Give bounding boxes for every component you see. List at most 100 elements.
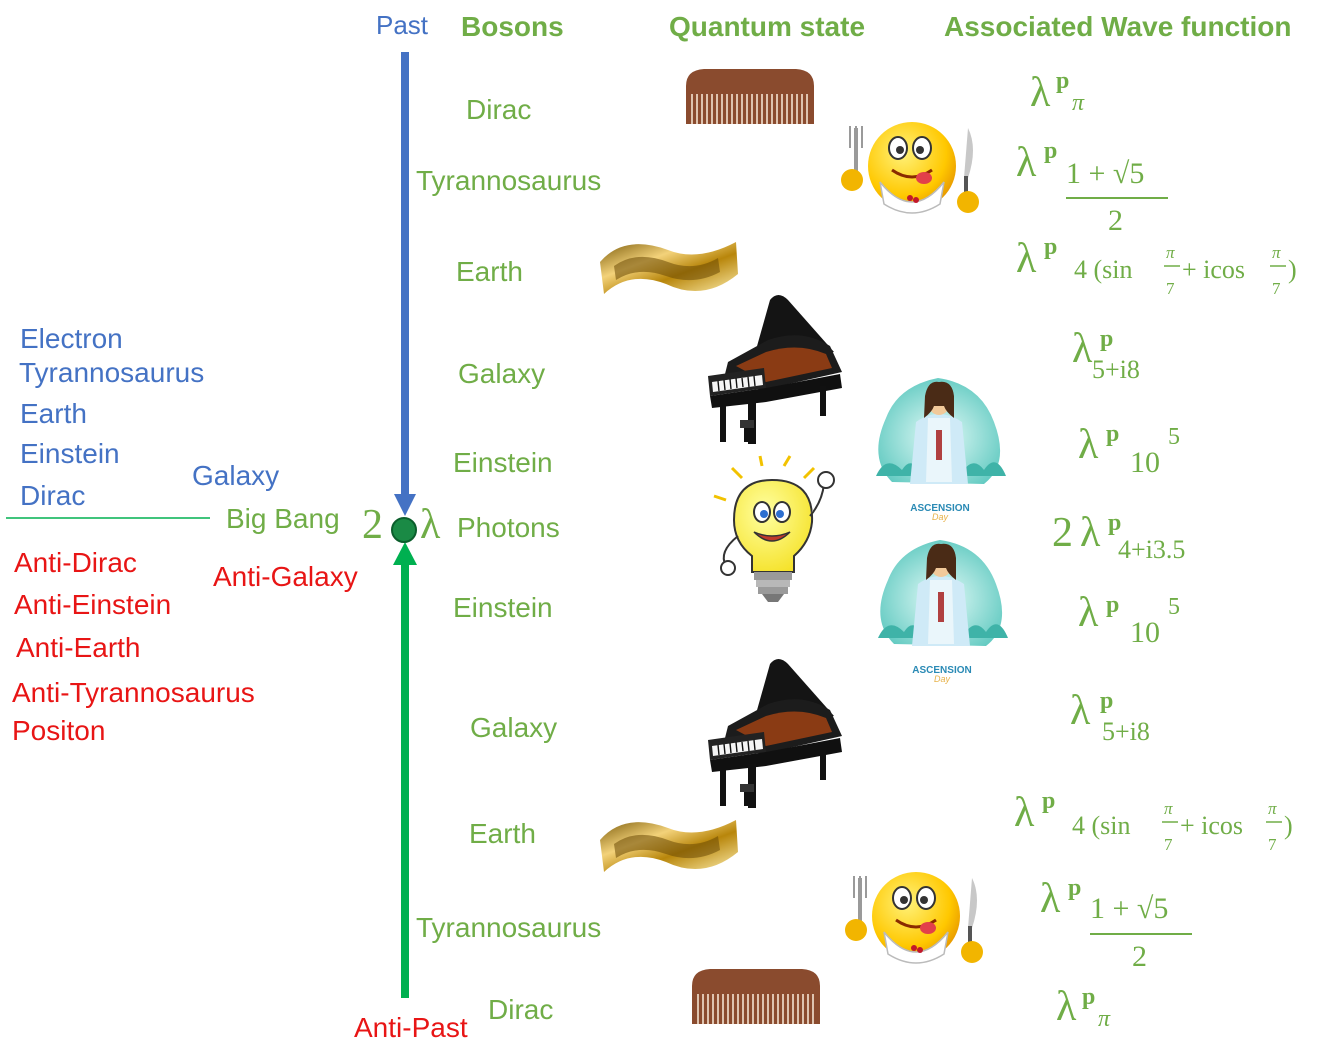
ten-subscript: 10 [1130, 446, 1160, 479]
golden-denominator: 2 [1108, 204, 1123, 237]
ascension-jesus-icon: ASCENSION Day [878, 540, 1008, 684]
big-bang-point [391, 517, 417, 543]
anti-particle: Positon [12, 715, 105, 746]
golden-numerator: 1 + √5 [1066, 157, 1144, 190]
ten-superscript: 5 [1168, 594, 1180, 620]
wave-function-4: λ p 5+i8 [1072, 326, 1140, 384]
trig-subscript: 4 (sin [1074, 255, 1133, 284]
grand-piano-icon [707, 658, 843, 809]
trig-pi: π [1164, 799, 1173, 818]
wave-function-5: λ p 10 5 [1078, 421, 1180, 479]
wave-function-8: λ p 5+i8 [1070, 688, 1150, 746]
boson-label: Dirac [488, 994, 553, 1025]
ten-superscript: 5 [1168, 424, 1180, 450]
p-superscript: p [1100, 326, 1113, 352]
wave-function-10: λ p 1 + √5 2 [1040, 875, 1192, 973]
p-superscript: p [1106, 592, 1119, 618]
trig-seven: 7 [1272, 279, 1281, 298]
trig-subscript: 4 (sin [1072, 811, 1131, 840]
trig-seven: 7 [1268, 835, 1277, 854]
lightbulb-character-icon [712, 454, 836, 604]
trig-seven: 7 [1164, 835, 1173, 854]
wave-function-photon: 2 λ p 4+i3.5 [1052, 510, 1185, 564]
past-label: Past [376, 10, 429, 40]
trig-pi: π [1166, 243, 1175, 262]
ascension-sub: Day [932, 512, 949, 522]
wave-function-header: Associated Wave function [944, 11, 1291, 42]
ascension-jesus-icon: ASCENSION Day [876, 378, 1006, 522]
boson-label: Einstein [453, 447, 553, 478]
boson-label: Einstein [453, 592, 553, 623]
big-bang-label: Big Bang [226, 503, 340, 534]
matter-particle: Tyrannosaurus [19, 357, 204, 388]
wave-function-9: λ p 4 (sin π 7 + icos π 7 ) [1014, 788, 1293, 854]
p-superscript: p [1106, 421, 1119, 447]
ascension-caption: ASCENSION [910, 503, 969, 514]
matter-particle: Earth [20, 398, 87, 429]
boson-label: Galaxy [458, 358, 545, 389]
p-superscript: p [1042, 788, 1055, 814]
photon-subscript: 4+i3.5 [1118, 535, 1185, 564]
comb-icon [691, 968, 821, 1025]
lambda-symbol: λ [1040, 876, 1061, 922]
trig-close: ) [1288, 255, 1297, 284]
trig-seven: 7 [1166, 279, 1175, 298]
lambda-symbol: λ [1016, 236, 1037, 282]
lambda-symbol: λ [1078, 590, 1099, 636]
boson-label: Galaxy [470, 712, 557, 743]
lambda-symbol: λ [1078, 422, 1099, 468]
mobius-ring-icon [600, 242, 738, 294]
anti-galaxy-label: Anti-Galaxy [213, 561, 358, 592]
wave-function-1: λ p π [1030, 68, 1085, 116]
anti-past-label: Anti-Past [354, 1012, 468, 1043]
matter-particle: Electron [20, 323, 123, 354]
p-superscript: p [1082, 984, 1095, 1010]
trig-close: ) [1284, 811, 1293, 840]
comb-icon [685, 68, 815, 125]
lambda-symbol: λ [1080, 510, 1101, 556]
boson-label: Dirac [466, 94, 531, 125]
ten-subscript: 10 [1130, 616, 1160, 649]
hungry-smiley-icon [843, 870, 985, 965]
ascension-sub: Day [934, 674, 951, 684]
lambda-symbol: λ [1014, 790, 1035, 836]
center-lambda: λ [420, 502, 441, 548]
boson-label: Earth [469, 818, 536, 849]
photon-coefficient: 2 [1052, 510, 1073, 556]
trig-pi: π [1272, 243, 1281, 262]
wave-function-2: λ p 1 + √5 2 [1016, 138, 1168, 237]
quantum-state-header: Quantum state [669, 11, 865, 42]
galaxy-label: Galaxy [192, 460, 279, 491]
mobius-ring-icon [600, 820, 738, 872]
hungry-smiley-icon [839, 120, 981, 215]
anti-particle: Anti-Dirac [14, 547, 137, 578]
lambda-symbol: λ [1016, 140, 1037, 186]
anti-particle: Anti-Earth [16, 632, 141, 663]
wave-function-3: λ p 4 (sin π 7 + icos π 7 ) [1016, 234, 1297, 298]
anti-particle: Anti-Tyrannosaurus [12, 677, 255, 708]
matter-particle: Dirac [20, 480, 85, 511]
ascension-caption: ASCENSION [912, 665, 971, 676]
anti-particle: Anti-Einstein [14, 589, 171, 620]
grand-piano-icon [707, 294, 843, 445]
time-arrow-down-head [394, 494, 416, 516]
boson-label: Photons [457, 512, 560, 543]
complex-subscript: 5+i8 [1092, 355, 1140, 384]
center-coefficient: 2 [362, 502, 383, 548]
p-superscript: p [1044, 234, 1057, 260]
boson-label: Earth [456, 256, 523, 287]
p-superscript: p [1056, 68, 1069, 94]
complex-subscript: 5+i8 [1102, 717, 1150, 746]
trig-mid: + icos [1180, 811, 1243, 840]
bosons-header: Bosons [461, 11, 564, 42]
wave-function-11: λ p π [1056, 984, 1111, 1032]
p-superscript: p [1108, 510, 1121, 536]
lambda-symbol: λ [1056, 984, 1077, 1030]
p-superscript: p [1044, 138, 1057, 164]
trig-mid: + icos [1182, 255, 1245, 284]
matter-particle: Einstein [20, 438, 120, 469]
golden-numerator: 1 + √5 [1090, 892, 1168, 925]
p-superscript: p [1068, 875, 1081, 901]
